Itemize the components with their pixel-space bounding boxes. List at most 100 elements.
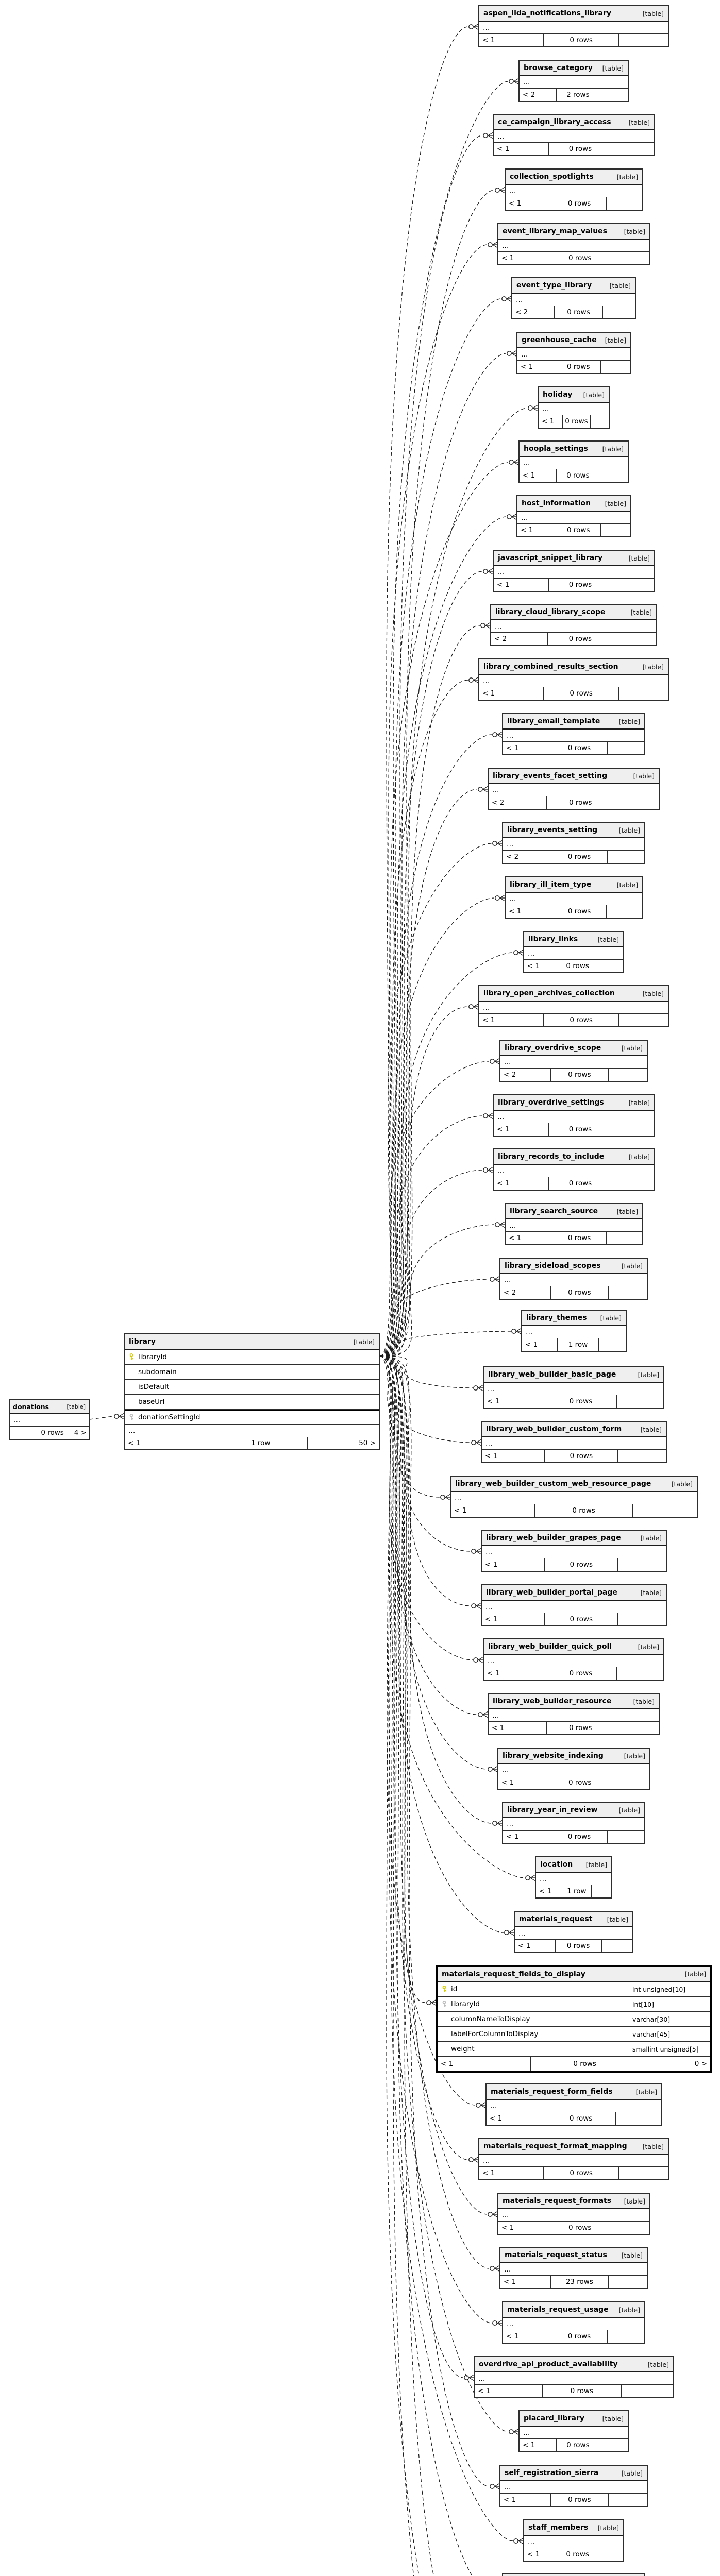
table-node-collection_spotlights[interactable]: collection_spotlights [table] ... < 1 0 …: [505, 168, 643, 211]
table-node-library_web_builder_resource[interactable]: library_web_builder_resource [table] ...…: [488, 1693, 660, 1735]
table-node-library_records_to_include[interactable]: library_records_to_include [table] ... <…: [493, 1148, 655, 1191]
row-count: 0 rows: [550, 1286, 609, 1299]
child-count: [612, 1177, 654, 1190]
parent-count: < 1: [501, 2224, 514, 2232]
table-node-javascript_snippet_library[interactable]: javascript_snippet_library [table] ... <…: [493, 550, 655, 592]
table-node-library_web_builder_portal_page[interactable]: library_web_builder_portal_page [table] …: [481, 1584, 667, 1626]
parent-count: < 2: [506, 853, 519, 861]
table-node-library_open_archives_collection[interactable]: library_open_archives_collection [table]…: [478, 985, 669, 1027]
table-node-library_links[interactable]: library_links [table] ... < 1 0 rows: [523, 931, 624, 973]
table-node-self_registration_sierra[interactable]: self_registration_sierra [table] ... < 1…: [499, 2465, 648, 2507]
child-count: [599, 1338, 626, 1351]
table-node-library_themes[interactable]: library_themes [table] ... < 1 1 row: [521, 1310, 627, 1352]
child-count: [619, 687, 668, 700]
table-stats: < 1 0 rows: [520, 469, 628, 482]
table-node-library_year_in_review[interactable]: library_year_in_review [table] ... < 1 0…: [502, 1802, 645, 1844]
table-node-hoopla_settings[interactable]: hoopla_settings [table] ... < 1 0 rows: [518, 440, 629, 483]
table-stats: < 1 0 rows: [498, 252, 649, 264]
table-node-library_website_indexing[interactable]: library_website_indexing [table] ... < 1…: [497, 1748, 650, 1790]
hidden-columns-ellipsis: ...: [494, 130, 654, 143]
table-node-materials_request_form_fields[interactable]: materials_request_form_fields [table] ..…: [485, 2083, 662, 2126]
table-node-library_events_facet_setting[interactable]: library_events_facet_setting [table] ...…: [488, 768, 660, 810]
table-node-library_events_setting[interactable]: library_events_setting [table] ... < 2 0…: [502, 822, 645, 864]
table-node-library_cloud_library_scope[interactable]: library_cloud_library_scope [table] ... …: [490, 604, 657, 646]
table-node-materials_request_status[interactable]: materials_request_status [table] ... < 1…: [499, 2247, 648, 2289]
child-count: [608, 2330, 644, 2343]
table-type-badge: [table]: [597, 2523, 619, 2532]
table-name: staff_members: [528, 2523, 589, 2532]
table-type-badge: [table]: [616, 173, 638, 181]
hidden-columns-ellipsis: ...: [479, 22, 668, 34]
table-node-host_information[interactable]: host_information [table] ... < 1 0 rows: [516, 495, 631, 537]
parent-count: < 1: [485, 1452, 498, 1460]
hidden-columns-ellipsis: ...: [498, 2209, 649, 2222]
table-stats: < 1 0 rows: [524, 2548, 623, 2561]
table-header: javascript_snippet_library [table]: [494, 551, 654, 566]
hidden-columns-ellipsis: ...: [506, 185, 642, 197]
table-node-event_library_map_values[interactable]: event_library_map_values [table] ... < 1…: [497, 223, 650, 265]
table-node-library_sideload_scopes[interactable]: library_sideload_scopes [table] ... < 2 …: [499, 1258, 648, 1300]
table-node-library_combined_results_section[interactable]: library_combined_results_section [table]…: [478, 658, 669, 701]
table-node-materials_request_formats[interactable]: materials_request_formats [table] ... < …: [497, 2193, 650, 2235]
table-name: library_overdrive_scope: [505, 1044, 601, 1052]
table-stats: < 2 0 rows: [500, 1069, 647, 1081]
table-node-library_search_source[interactable]: library_search_source [table] ... < 1 0 …: [505, 1203, 643, 1245]
table-node-library_web_builder_custom_form[interactable]: library_web_builder_custom_form [table] …: [481, 1421, 667, 1463]
row-count: 0 rows: [549, 1776, 610, 1789]
row-count: 0 rows: [543, 2167, 619, 2179]
table-node-library_web_builder_grapes_page[interactable]: library_web_builder_grapes_page [table] …: [481, 1530, 667, 1572]
table-header: library_year_in_review [table]: [503, 1803, 644, 1818]
table-name: materials_request_fields_to_display: [442, 1970, 585, 1978]
table-node-library_email_template[interactable]: library_email_template [table] ... < 1 0…: [502, 713, 645, 755]
column-name: libraryId: [451, 2000, 480, 2008]
table-node-event_type_library[interactable]: event_type_library [table] ... < 2 0 row…: [511, 277, 636, 319]
hidden-columns-ellipsis: ...: [491, 620, 656, 633]
table-stats: < 1 0 rows: [482, 1450, 666, 1462]
table-node-system_message_library[interactable]: system_message_library [table] ... < 1 0…: [502, 2573, 645, 2576]
table-node-overdrive_api_product_availability[interactable]: overdrive_api_product_availability [tabl…: [474, 2356, 674, 2398]
table-header: library_open_archives_collection [table]: [479, 986, 668, 1002]
row-count: 0 rows: [545, 1667, 617, 1680]
table-node-browse_category[interactable]: browse_category [table] ... < 2 2 rows: [518, 60, 629, 102]
table-node-library_overdrive_scope[interactable]: library_overdrive_scope [table] ... < 2 …: [499, 1040, 648, 1082]
table-node-materials_request_usage[interactable]: materials_request_usage [table] ... < 1 …: [502, 2301, 645, 2344]
parent-count: < 1: [128, 1439, 141, 1447]
table-node-library_ill_item_type[interactable]: library_ill_item_type [table] ... < 1 0 …: [505, 876, 643, 919]
table-node-placard_library[interactable]: placard_library [table] ... < 1 0 rows: [518, 2410, 629, 2452]
table-stats: < 1 0 rows: [484, 1667, 663, 1680]
table-type-badge: [table]: [621, 1044, 643, 1052]
parent-count: < 1: [482, 1016, 495, 1024]
table-node-library_web_builder_basic_page[interactable]: library_web_builder_basic_page [table] .…: [483, 1366, 664, 1409]
table-name: greenhouse_cache: [522, 336, 597, 344]
table-node-materials_request_fields_to_display[interactable]: materials_request_fields_to_display [tab…: [436, 1965, 712, 2073]
parent-count: < 1: [527, 2550, 540, 2558]
child-count: [613, 633, 656, 645]
row-count: 0 rows: [551, 2330, 608, 2343]
table-node-location[interactable]: location [table] ... < 1 1 row: [535, 1856, 612, 1899]
table-node-holiday[interactable]: holiday [table] ... < 1 0 rows: [538, 386, 610, 429]
table-type-badge: [table]: [618, 2306, 640, 2314]
table-node-staff_members[interactable]: staff_members [table] ... < 1 0 rows: [523, 2519, 624, 2562]
table-node-library_web_builder_quick_poll[interactable]: library_web_builder_quick_poll [table] .…: [483, 1638, 664, 1681]
primary-key-icon: [129, 1353, 133, 1360]
parent-count: [10, 1427, 37, 1439]
table-stats: < 1 0 rows: [517, 524, 630, 536]
row-count: 0 rows: [544, 1450, 618, 1462]
table-node-materials_request[interactable]: materials_request [table] ... < 1 0 rows: [514, 1911, 633, 1953]
parent-count: < 1: [497, 581, 510, 589]
parent-count: < 1: [539, 1887, 552, 1895]
table-node-materials_request_format_mapping[interactable]: materials_request_format_mapping [table]…: [478, 2138, 669, 2180]
table-name: library_year_in_review: [507, 1806, 598, 1814]
hidden-columns-ellipsis: ...: [503, 730, 644, 742]
parent-count: < 1: [518, 1942, 531, 1950]
column-name: subdomain: [138, 1368, 177, 1376]
table-node-library_overdrive_settings[interactable]: library_overdrive_settings [table] ... <…: [493, 1094, 655, 1137]
table-node-aspen_lida_notifications_library[interactable]: aspen_lida_notifications_library [table]…: [478, 5, 669, 47]
table-type-badge: [table]: [624, 227, 645, 235]
table-node-ce_campaign_library_access[interactable]: ce_campaign_library_access [table] ... <…: [493, 114, 655, 156]
table-node-greenhouse_cache[interactable]: greenhouse_cache [table] ... < 1 0 rows: [516, 332, 631, 374]
table-node-donations[interactable]: donations [table] ... 0 rows 4 >: [9, 1399, 90, 1440]
table-node-library_web_builder_custom_web_resource_page[interactable]: library_web_builder_custom_web_resource_…: [450, 1476, 698, 1518]
table-name: event_library_map_values: [503, 227, 607, 235]
